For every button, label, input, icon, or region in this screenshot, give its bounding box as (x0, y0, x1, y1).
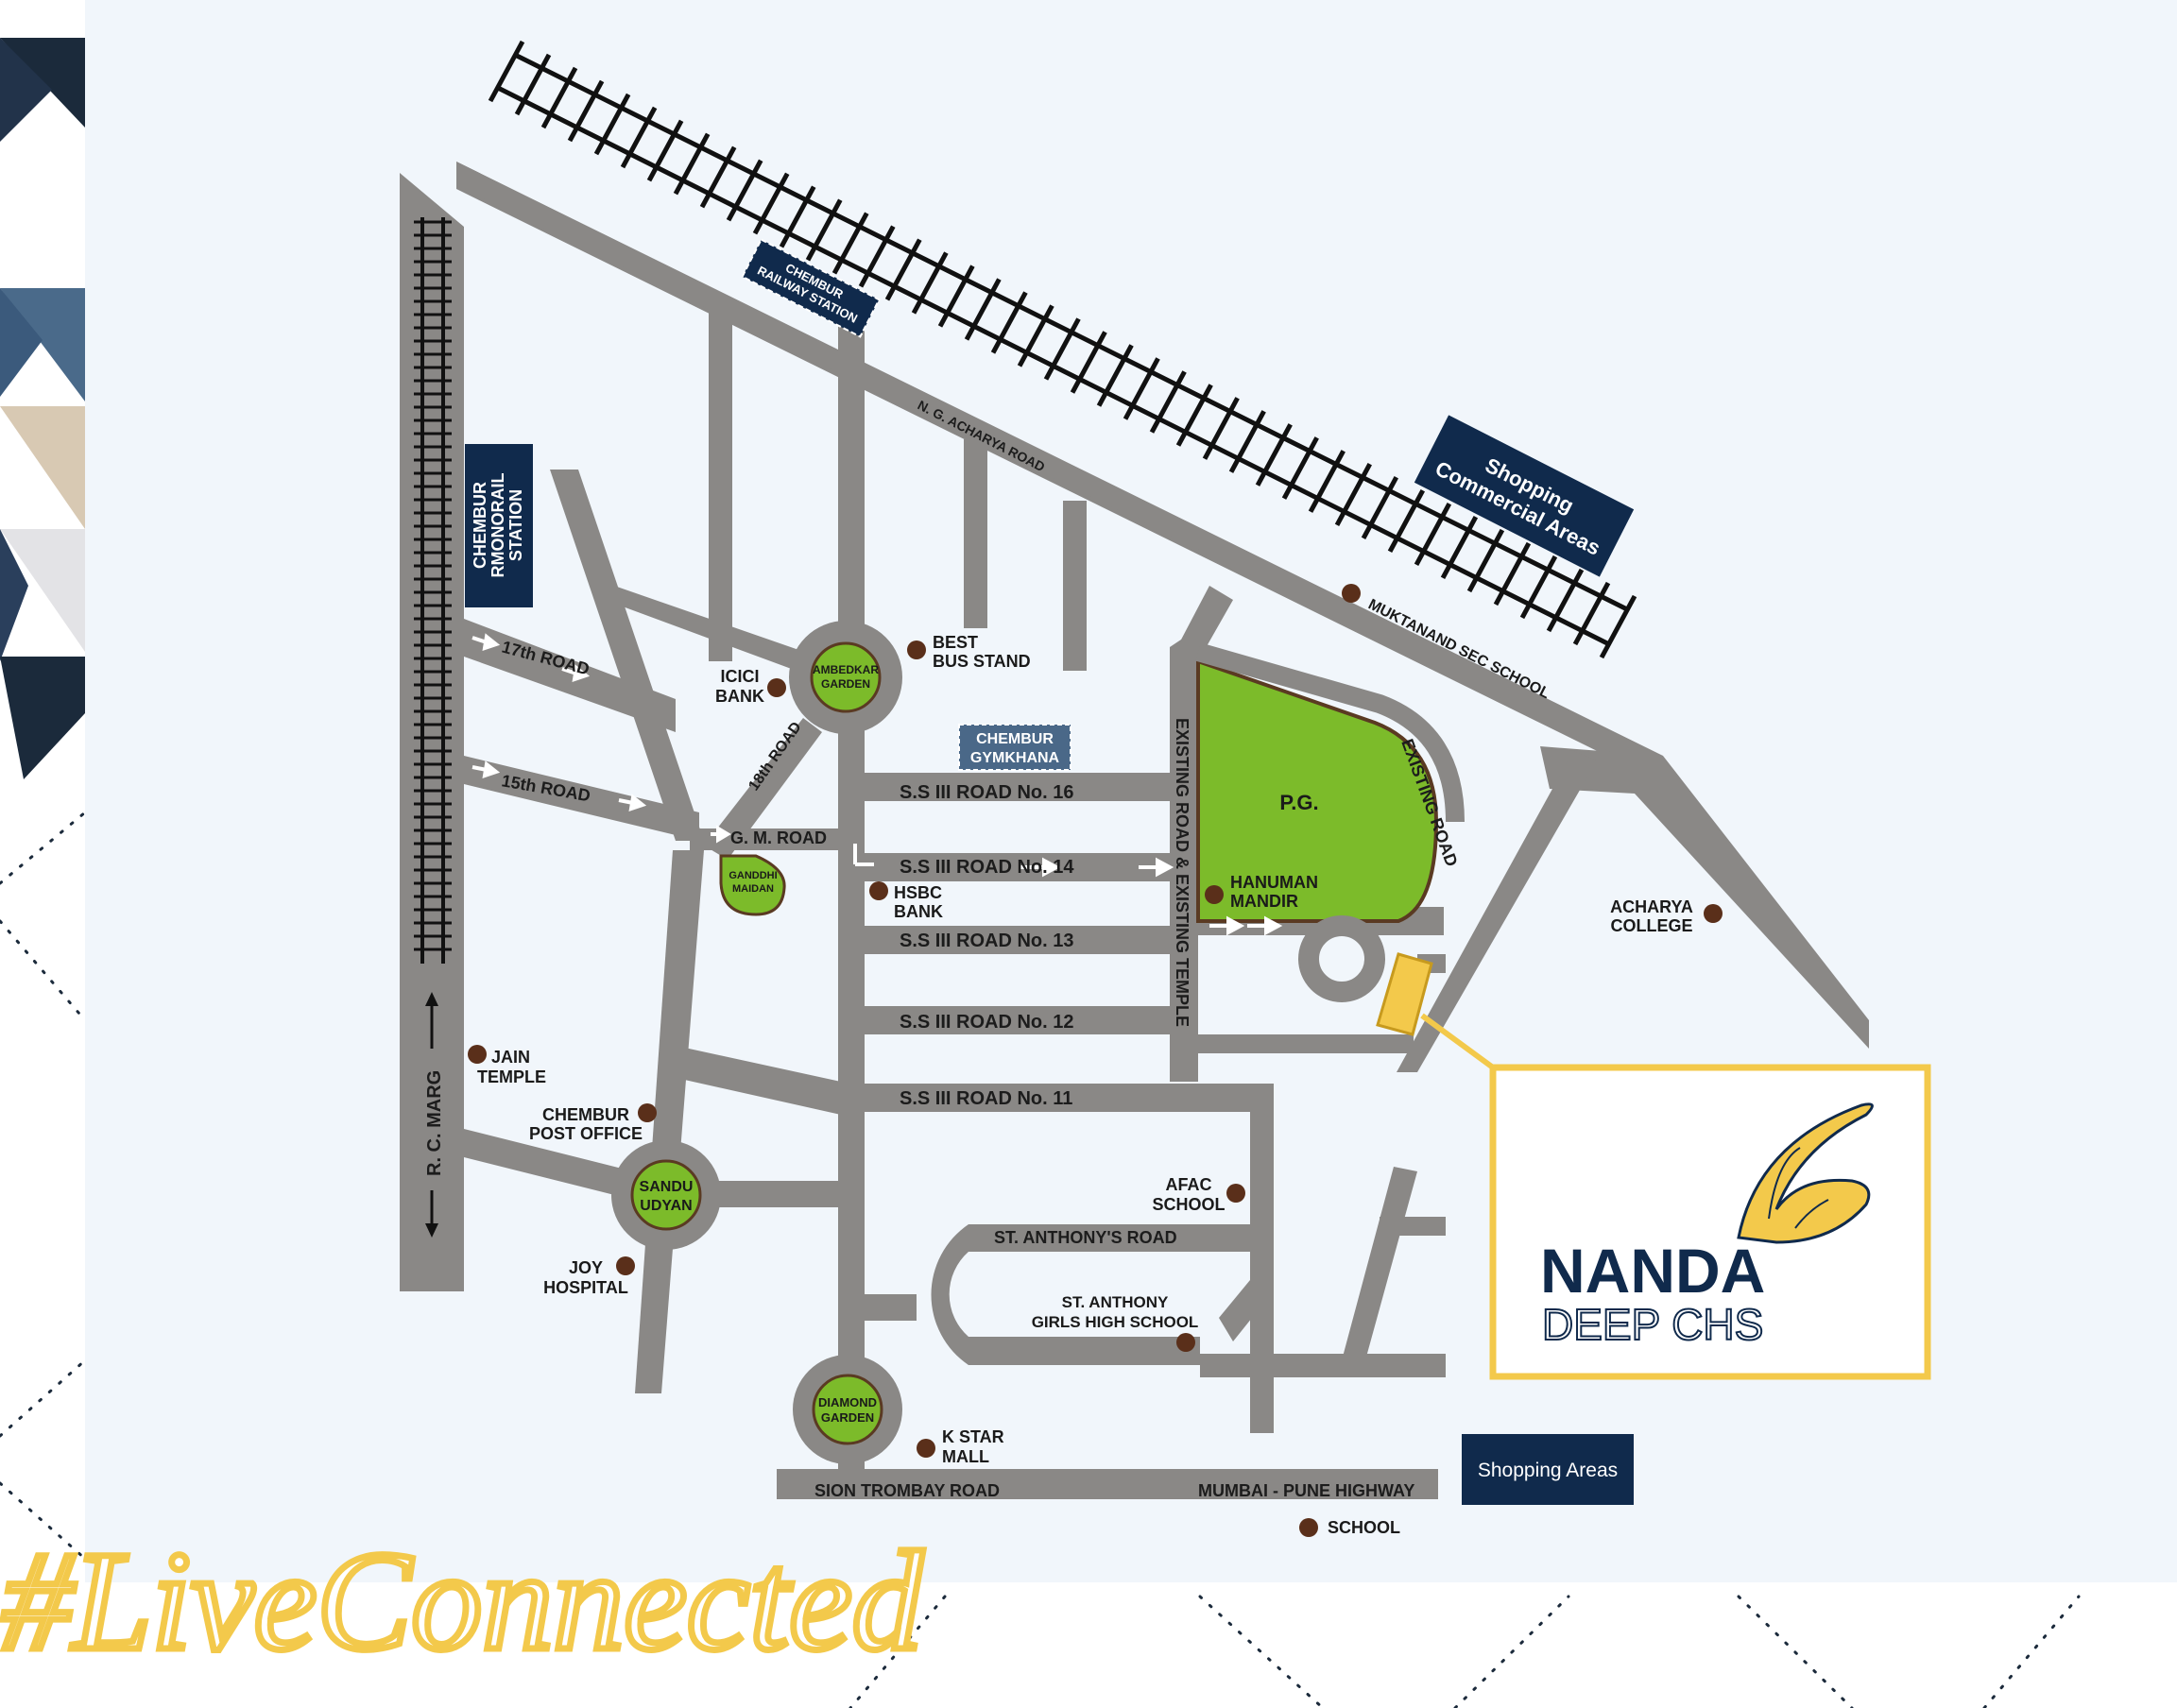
monorail-line1: CHEMBUR (471, 482, 489, 569)
road-sion-trombay: SION TROMBAY ROAD (814, 1481, 1000, 1500)
landmark-afac-line2: SCHOOL (1152, 1195, 1225, 1214)
gymkhana-line2: GYMKHANA (970, 750, 1060, 766)
landmark-st-anthony-line2: GIRLS HIGH SCHOOL (1032, 1313, 1199, 1331)
road-mumbai-pune: MUMBAI - PUNE HIGHWAY (1198, 1481, 1414, 1500)
landmark-hsbc-line1: HSBC (894, 883, 942, 902)
landmark-post-line1: CHEMBUR (542, 1105, 629, 1124)
landmark-dot-icon (1176, 1333, 1195, 1352)
shopping-areas-text: Shopping Areas (1478, 1460, 1618, 1481)
landmark-icici-line1: ICICI (720, 667, 759, 686)
road-st-anthony: ST. ANTHONY'S ROAD (994, 1228, 1177, 1247)
landmark-post-line2: POST OFFICE (529, 1124, 643, 1143)
landmark-kstar-line2: MALL (942, 1447, 989, 1466)
rc-marg-arrows (425, 992, 438, 1238)
roundabout-sandu: SANDU UDYAN (611, 1140, 721, 1250)
monorail-line2: RMONORAIL (489, 473, 507, 578)
landmark-acharya-line1: ACHARYA (1610, 897, 1693, 916)
ganddhi-maidan: GANDDHI MAIDAN (719, 854, 786, 916)
pg-label: P.G. (1279, 791, 1318, 814)
garden-ganddhi-line1: GANDDHI (729, 870, 777, 881)
monorail-track-icon (414, 217, 452, 964)
landmark-dot-icon (907, 640, 926, 659)
roundabout-diamond: DIAMOND GARDEN (793, 1355, 902, 1464)
landmark-dots (468, 584, 1723, 1537)
landmark-dot-icon (1205, 885, 1224, 904)
road-ss11: S.S III ROAD No. 11 (900, 1088, 1072, 1109)
landmark-dot-icon (616, 1256, 635, 1275)
landmark-best-line1: BEST (933, 633, 978, 652)
road-ss14: S.S III ROAD No. 14 (900, 857, 1074, 878)
gymkhana-line1: CHEMBUR (976, 731, 1054, 747)
landmark-dot-icon (917, 1439, 935, 1458)
landmark-afac-line1: AFAC (1166, 1175, 1212, 1194)
road-ss12: S.S III ROAD No. 12 (900, 1012, 1073, 1033)
landmark-hsbc-line2: BANK (894, 902, 943, 921)
brand-name-line1: NANDA (1540, 1236, 1765, 1306)
gymkhana-label: CHEMBUR GYMKHANA (958, 724, 1071, 771)
road-network (400, 162, 1869, 1499)
pg-park (1196, 658, 1439, 923)
road-existing-temple: EXISTING ROAD & EXISTING TEMPLE (1173, 718, 1191, 1027)
road-ss16: S.S III ROAD No. 16 (900, 782, 1073, 803)
landmark-dot-icon (1226, 1184, 1245, 1203)
garden-sandu-line1: SANDU (640, 1179, 694, 1195)
monorail-line3: STATION (506, 489, 525, 561)
road-gm: G. M. ROAD (730, 828, 827, 847)
landmark-dot-icon (468, 1045, 487, 1064)
landmark-hanuman-line1: HANUMAN (1230, 873, 1318, 892)
landmark-jain-line1: JAIN (491, 1048, 530, 1067)
pg-block (1195, 642, 1465, 1002)
hashtag-text: #LiveConnected (2, 1523, 924, 1680)
landmark-school: SCHOOL (1328, 1518, 1400, 1537)
butterfly-logo-icon (1737, 1102, 1874, 1244)
landmark-st-anthony-line1: ST. ANTHONY (1062, 1293, 1169, 1311)
brand-name-line2: DEEP CHS (1542, 1300, 1763, 1349)
landmark-best-line2: BUS STAND (933, 652, 1031, 671)
landmark-icici-line2: BANK (715, 687, 764, 706)
road-rc-marg: R. C. MARG (424, 1070, 445, 1176)
garden-sandu-line2: UDYAN (640, 1198, 692, 1214)
decorative-dots (0, 811, 2081, 1708)
monorail-station-label: CHEMBUR RMONORAIL STATION (465, 444, 533, 607)
garden-ambedkar-line1: AMBEDKAR (813, 663, 879, 676)
landmark-acharya-line2: COLLEGE (1610, 916, 1692, 935)
landmark-dot-icon (1299, 1518, 1318, 1537)
roundabout-ambedkar: AMBEDKAR GARDEN (789, 621, 902, 734)
shopping-areas-label: Shopping Areas (1462, 1434, 1634, 1505)
garden-ganddhi-line2: MAIDAN (732, 883, 774, 895)
landmark-hanuman-line2: MANDIR (1230, 892, 1298, 911)
landmark-dot-icon (1342, 584, 1361, 603)
landmark-kstar-line1: K STAR (942, 1427, 1004, 1446)
landmark-dot-icon (1704, 904, 1723, 923)
decorative-triangles (0, 38, 85, 779)
railway-track-icon (488, 40, 1637, 659)
garden-ambedkar-line2: GARDEN (821, 677, 870, 691)
landmark-jain-line2: TEMPLE (477, 1068, 546, 1086)
direction-arrow-icon (471, 633, 1283, 936)
garden-diamond-line2: GARDEN (821, 1410, 874, 1425)
landmark-dot-icon (869, 881, 888, 900)
landmark-dot-icon (767, 678, 786, 697)
road-ss13: S.S III ROAD No. 13 (900, 931, 1073, 951)
garden-diamond-line1: DIAMOND (818, 1395, 877, 1409)
landmark-joy-line2: HOSPITAL (543, 1278, 628, 1297)
project-site: NANDA DEEP CHS (1376, 952, 1931, 1380)
landmark-joy-line1: JOY (569, 1258, 603, 1277)
landmark-dot-icon (638, 1103, 657, 1122)
